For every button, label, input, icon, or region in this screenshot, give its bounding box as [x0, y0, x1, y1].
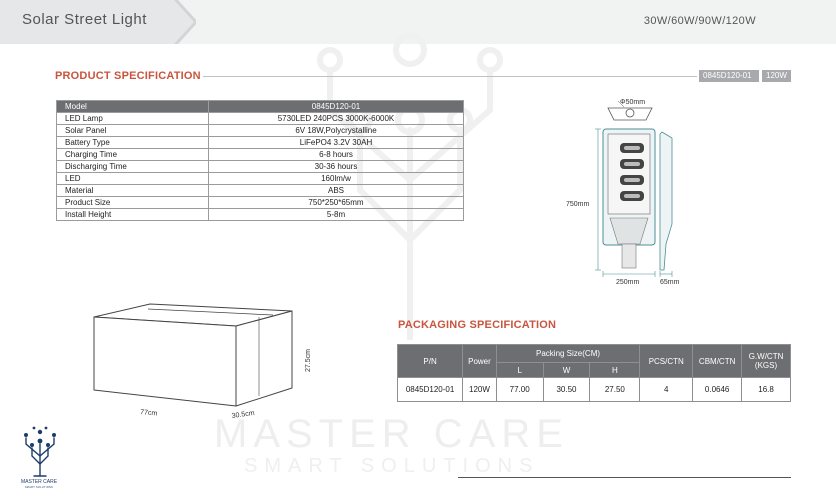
pole-diameter-label: Φ50mm	[620, 99, 645, 106]
cell-pcs: 4	[639, 377, 694, 402]
carton-box	[93, 303, 293, 407]
power-badge: 120W	[762, 70, 791, 82]
spec-value: 0845D120-01	[208, 100, 464, 113]
carton-width-label: 30.5cm	[231, 410, 255, 420]
spec-value: ABS	[208, 184, 464, 197]
header-packing-size: Packing Size(CM)	[495, 344, 641, 363]
lamp-length-label: 750mm	[566, 201, 590, 208]
lamp-depth-label: 65mm	[660, 279, 680, 286]
packaging-data-row: 0845D120-01 120W 77.00 30.50 27.50 4 0.0…	[396, 377, 791, 402]
carton-height-label: 27.5cm	[305, 349, 312, 372]
wattage-range: 30W/60W/90W/120W	[643, 15, 756, 27]
pole-clamp-top-view	[607, 107, 653, 121]
watermark-tagline: SMART SOLUTIONS	[244, 455, 540, 477]
header-power: Power	[462, 344, 497, 378]
header-arrow-shape	[0, 0, 196, 44]
header-pcs: PCS/CTN	[639, 344, 694, 378]
cell-pn: 0845D120-01	[396, 377, 464, 402]
cell-gw: 16.8	[741, 377, 791, 402]
spec-key: Charging Time	[56, 148, 209, 161]
header-pn: P/N	[396, 344, 464, 378]
spec-value: 6V 18W,Polycrystalline	[208, 124, 464, 137]
spec-key: Discharging Time	[56, 160, 209, 173]
logo-tagline: SMART SOLUTIONS	[24, 486, 54, 489]
spec-value: 5730LED 240PCS 3000K-6000K	[208, 112, 464, 125]
spec-value: 30-36 hours	[208, 160, 464, 173]
master-care-logo-icon	[24, 426, 56, 477]
lamp-width-label: 250mm	[616, 279, 640, 286]
spec-value: 160lm/w	[208, 172, 464, 185]
packaging-subheader-row: L W H	[398, 362, 791, 378]
spec-key: Product Size	[56, 196, 209, 209]
packaging-table: P/N Power Packing Size(CM) PCS/CTN CBM/C…	[396, 344, 791, 402]
cell-cbm: 0.0646	[692, 377, 743, 402]
cell-w: 30.50	[542, 377, 591, 402]
spec-title-rule	[203, 76, 697, 77]
packaging-spec-title: PACKAGING SPECIFICATION	[398, 319, 557, 331]
spec-key: LED	[56, 172, 209, 185]
page-title: Solar Street Light	[22, 11, 147, 28]
header-cbm: CBM/CTN	[692, 344, 743, 378]
packaging-header-row: P/N Power Packing Size(CM) PCS/CTN CBM/C…	[396, 344, 791, 378]
lamp-dimension-drawing: Φ50mm 750mm 250mm 65mm	[566, 99, 680, 286]
spec-value: 5-8m	[208, 208, 464, 221]
spec-value: LiFePO4 3.2V 30AH	[208, 136, 464, 149]
carton-box-drawing: 77cm 30.5cm 27.5cm	[93, 303, 312, 420]
cell-l: 77.00	[495, 377, 544, 402]
header-h: H	[589, 362, 641, 378]
spec-key: Model	[56, 100, 209, 113]
footer-rule	[458, 477, 791, 478]
header-w: W	[542, 362, 591, 378]
lamp-side-view	[659, 131, 673, 271]
spec-key: Install Height	[56, 208, 209, 221]
model-code-badge: 0845D120-01	[699, 70, 759, 82]
watermark-brand: MASTER CARE	[214, 412, 569, 456]
spec-key: Material	[56, 184, 209, 197]
lamp-body	[602, 128, 656, 269]
header-l: L	[495, 362, 544, 378]
cell-power: 120W	[462, 377, 497, 402]
cell-h: 27.50	[589, 377, 641, 402]
spec-key: Solar Panel	[56, 124, 209, 137]
product-spec-title: PRODUCT SPECIFICATION	[55, 70, 201, 82]
spec-key: LED Lamp	[56, 112, 209, 125]
spec-value: 6-8 hours	[208, 148, 464, 161]
logo-brand: MASTER CARE	[20, 479, 58, 485]
spec-key: Battery Type	[56, 136, 209, 149]
header-gw: G.W/CTN (KGS)	[741, 344, 791, 378]
carton-length-label: 77cm	[140, 409, 158, 417]
spec-value: 750*250*65mm	[208, 196, 464, 209]
